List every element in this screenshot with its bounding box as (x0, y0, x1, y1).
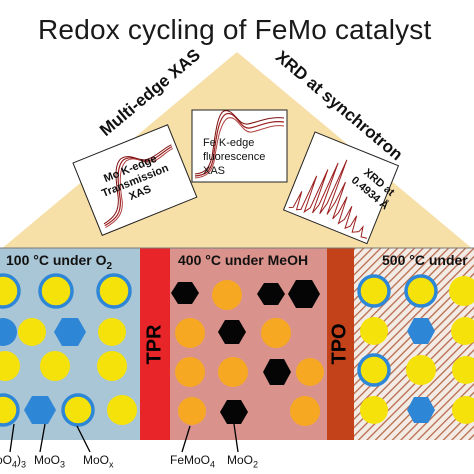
tpo-label: TPO (328, 323, 351, 365)
label-moox-text: MoO (83, 453, 110, 467)
label-moo4-3: (MoO4)3 (0, 453, 26, 469)
label-femoo4: FeMoO4 (170, 453, 215, 469)
panel-100c-sub: 2 (106, 260, 113, 272)
label-moox: MoOx (83, 453, 114, 469)
label-moo2-text: MoO (227, 453, 254, 467)
page-title: Redox cycling of FeMo catalyst (38, 14, 432, 45)
panel-100c-text: 100 °C under O (6, 252, 107, 268)
moox-particle (357, 274, 391, 308)
label-moo4-3-text: (MoO (0, 453, 12, 467)
tpr-bar (140, 248, 170, 440)
moox-particle (452, 396, 474, 424)
inset-fe-xas (191, 109, 288, 183)
panel-400c-label: 400 °C under MeOH (178, 252, 309, 268)
femoo4-particle (296, 358, 324, 386)
moo3-particle (24, 396, 56, 424)
label-moox-sub: x (109, 459, 114, 470)
femoo4-particle (212, 280, 242, 310)
label-moo2-sub: 2 (253, 459, 259, 470)
moo2-particle (257, 283, 285, 305)
moo3-particle (407, 318, 435, 344)
moo3-particle (54, 318, 86, 346)
moox-particle (451, 317, 474, 345)
moo2-particle (263, 359, 291, 385)
moox-particle (449, 276, 474, 306)
moox-particle (357, 353, 391, 387)
moox-particle (452, 356, 474, 384)
moox-particle (38, 273, 74, 309)
femoo4-particle (218, 357, 248, 387)
label-moo3-text: MoO (34, 453, 61, 467)
moox-particle (18, 318, 46, 346)
moo2-particle (220, 400, 248, 424)
inset-xrd (282, 131, 400, 245)
label-femoo4-text: FeMoO (170, 453, 211, 467)
moox-particle (404, 274, 438, 308)
label-moo4-3-sub2: 3 (21, 459, 27, 470)
panel-100c-label: 100 °C under O2 (6, 252, 112, 272)
moox-particle (360, 317, 388, 345)
label-moo4-3-sub: 4 (12, 459, 18, 470)
label-moo3: MoO3 (34, 453, 65, 469)
panel-500c-particles (357, 274, 474, 424)
inset-fe-xas-line1: Fe K-edge (203, 137, 255, 149)
moox-particle (406, 355, 436, 385)
inset-fe-xas-line2: fluorescence (203, 151, 266, 163)
inset-mo-xas (72, 124, 198, 236)
femoo4-particle (261, 318, 291, 348)
moox-particle (0, 273, 21, 309)
femoo4-particle (175, 318, 205, 348)
moox-particle (98, 318, 126, 346)
moo2-particle (171, 282, 199, 304)
label-pointers (9, 423, 239, 453)
moox-particle (107, 395, 137, 425)
femoo4-particle (290, 396, 320, 426)
panel-100c-particles (0, 273, 137, 427)
moox-particle (0, 351, 20, 381)
moox-particle (96, 273, 132, 309)
panel-500c-label: 500 °C under (382, 252, 468, 268)
moox-particle (40, 351, 70, 381)
moo3-particle (0, 318, 17, 346)
label-femoo4-sub: 4 (210, 459, 216, 470)
moox-particle (360, 396, 388, 424)
label-moo3-sub: 3 (60, 459, 66, 470)
inset-fe-xas-label: Fe K-edge fluorescence XAS (203, 136, 265, 178)
moo2-particle (288, 280, 320, 308)
moox-particle (61, 393, 95, 427)
moox-particle (0, 393, 20, 427)
panel-400c-particles (171, 280, 324, 426)
inset-fe-xas-line3: XAS (203, 165, 226, 177)
femoo4-particle (178, 397, 206, 425)
tpr-label: TPR (143, 324, 166, 365)
moox-particle (97, 351, 127, 381)
tpo-bar (327, 248, 354, 440)
label-moo4-3-end: ) (17, 453, 22, 467)
femoo4-particle (175, 357, 205, 387)
label-moo2: MoO2 (227, 453, 258, 469)
moo3-particle (407, 397, 435, 423)
moo2-particle (218, 320, 246, 344)
